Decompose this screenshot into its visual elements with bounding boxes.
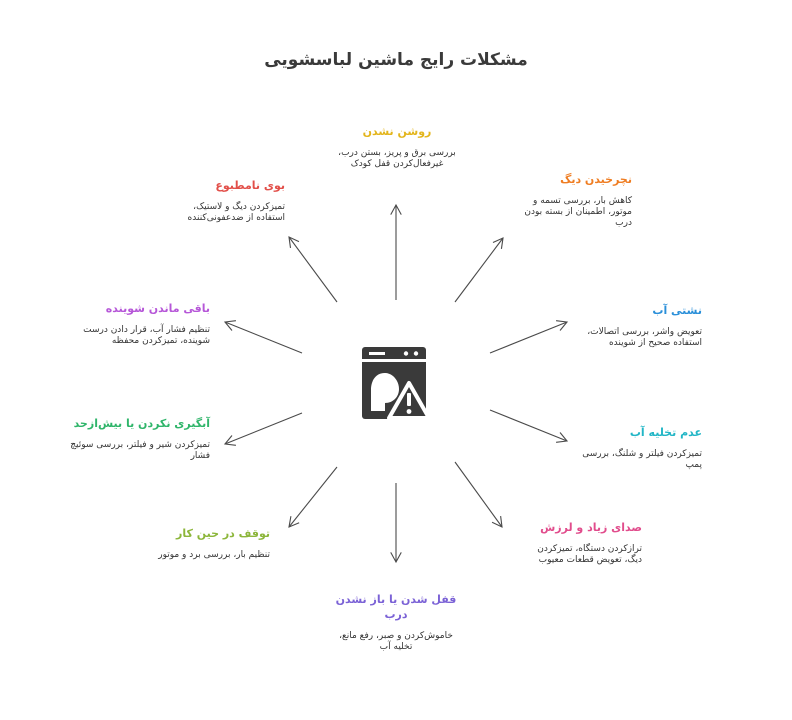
node-description: تمیزکردن دیگ و لاستیک، استفاده از ضدعفون… [187,202,285,223]
arrow-drum-not-spinning [454,237,504,303]
node-title: باقی ماندن شوینده [105,302,210,315]
arrow-detergent-residue [223,320,303,354]
node-description: تعویض واشر، بررسی اتصالات، استفاده صحیح … [587,327,702,348]
node-title: صدای زیاد و لرزش [540,521,642,534]
node-no-drain: عدم تخلیه آب تمیزکردن فیلتر و شلنگ، بررسی… [572,425,702,471]
node-description: تنظیم بار، بررسی برد و موتور [158,550,270,560]
arrow-water-leak [489,320,569,354]
node-stops-mid-cycle: توقف در حین کار تنظیم بار، بررسی برد و مو… [150,526,270,561]
node-description: خاموش‌کردن و صبر، رفع مانع، تخلیه آب [339,631,453,652]
node-description: کاهش بار، بررسی تسمه و موتور، اطمینان از… [524,196,632,228]
arrow-bad-smell [288,236,338,303]
arrow-door-lock [390,483,402,564]
node-water-leak: نشتی آب تعویض واشر، بررسی اتصالات، استفاد… [572,303,702,349]
node-title: نچرخیدن دیگ [560,173,632,186]
node-title: نشتی آب [652,304,702,317]
diagram-title: مشکلات رایج ماشین لباسشویی [264,50,528,70]
dishwasher-warning-icon [362,347,431,420]
node-detergent-residue: باقی ماندن شوینده تنظیم فشار آب، قرار داد… [70,301,210,347]
node-title: بوی نامطبوع [215,179,285,192]
node-title: توقف در حین کار [176,527,270,540]
node-title: آبگیری نکردن یا بیش‌ازحد [73,417,210,430]
node-bad-smell: بوی نامطبوع تمیزکردن دیگ و لاستیک، استفاد… [165,178,285,224]
arrow-no-drain [489,409,569,443]
node-description: ترازکردن دستگاه، تمیزکردن دیگ، تعویض قطع… [537,544,642,565]
arrow-no-power [390,203,402,300]
node-no-power: روشن نشدن بررسی برق و پریز، بستن درب، غیر… [332,124,462,170]
arrow-noise-vibration [454,461,503,528]
node-drum-not-spinning: نچرخیدن دیگ کاهش بار، بررسی تسمه و موتور،… [512,172,632,229]
node-title: قفل شدن یا باز نشدن درب [335,593,457,621]
arrow-stops-mid-cycle [288,466,338,528]
node-description: بررسی برق و پریز، بستن درب، غیرفعال‌کردن… [338,148,456,169]
node-title: روشن نشدن [362,125,432,138]
node-description: تنظیم فشار آب، قرار دادن درست شوینده، تم… [83,325,210,346]
node-title: عدم تخلیه آب [629,426,702,439]
node-water-intake: آبگیری نکردن یا بیش‌ازحد تمیزکردن شیر و ف… [70,416,210,462]
node-description: تمیزکردن فیلتر و شلنگ، بررسی پمپ [582,449,702,470]
arrow-water-intake [223,412,303,446]
node-door-lock: قفل شدن یا باز نشدن درب خاموش‌کردن و صبر،… [330,592,462,653]
node-description: تمیزکردن شیر و فیلتر، بررسی سوئیچ فشار [70,440,210,461]
node-noise-vibration: صدای زیاد و لرزش ترازکردن دستگاه، تمیزکرد… [522,520,642,566]
